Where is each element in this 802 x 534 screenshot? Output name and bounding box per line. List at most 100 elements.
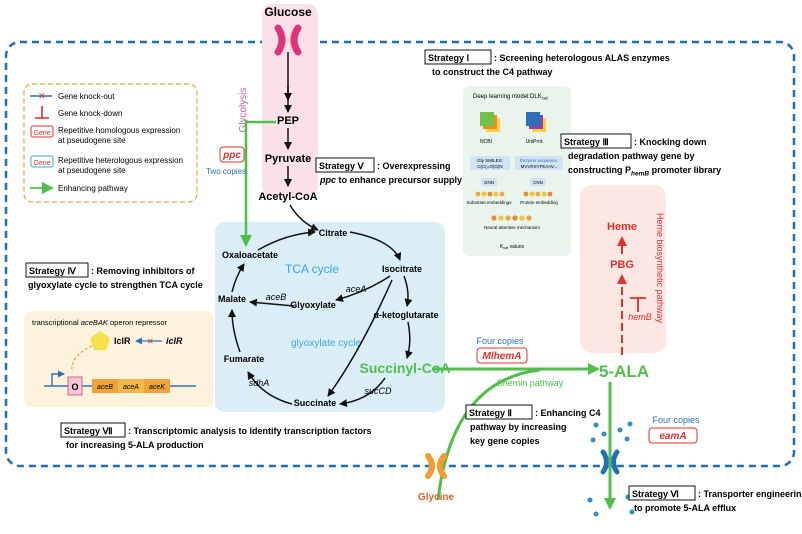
strategy-4-line-1: : Removing inhibitors of [91,266,195,276]
strategy-5-line-1: : Overexpressing [377,161,451,171]
strategy-6-tag: Strategy Ⅵ [632,489,679,499]
homologous-gene-box [30,125,54,138]
strategy-2-tag: Strategy Ⅱ [469,408,512,418]
knockout-x-icon: ✕ [38,91,46,101]
op-aceK-label: aceK [149,384,165,391]
strategy-1-line-2: to construct the C4 pathway [432,67,553,77]
shemin-label: Shemin pathway [497,378,564,388]
isocitrate-to-akg-arrow [403,275,413,307]
dl-sub-emb: Substrate embeddings [466,200,512,205]
strategy-3-tag: Strategy Ⅲ [564,137,609,147]
glucose-label: Glucose [264,5,312,19]
ala-molecule-dots [587,421,635,517]
iclr-protein-label: IclR [114,336,131,346]
ala-label: 5-ALA [599,362,649,381]
aceB-gene-label: aceB [266,292,287,302]
fumarate-to-malate-arrow [228,309,241,353]
dl-kcat: Kcat values [500,244,525,250]
alpha-kg-label: α-ketoglutarate [373,310,438,320]
malate-label: Malate [218,294,246,304]
succinylcoa-to-succinate-arrow [339,377,386,408]
glyoxylate-cycle-title: glyoxylate cycle [291,338,361,349]
succinate-to-fumarate-arrow [247,371,293,405]
glyoxylate-to-malate-arrow [249,298,295,307]
strategy-4-line-2: glyoxylate cycle to strengthen TCA cycle [28,280,203,290]
strategy-3: Strategy Ⅲ : Knocking down degradation p… [560,133,721,178]
dl-smiles-2: C(C(=O)O)N [477,164,502,169]
sdhA-gene-label: sdhA [249,378,270,388]
strategy-7-line-2: for increasing 5-ALA production [66,440,204,450]
strategy-1: Strategy Ⅰ : Screening heterologous ALAS… [424,49,670,77]
iclr-box-title: transcriptional aceBAK operon repressor [32,318,168,327]
strategy-2-line-3: key gene copies [470,436,540,446]
fumarate-label: Fumarate [224,354,265,364]
glucose-transporter-icon [274,24,302,56]
strategy-4-tag: Strategy Ⅳ [29,266,77,276]
embedding-dots [475,191,553,197]
dl-prot-emb: Protein embedding [520,200,558,205]
succinyl-coa-label: Succinyl-CoA [359,360,450,376]
strategy-7: Strategy Ⅶ : Transcriptomic analysis to … [60,422,372,450]
heme-background [580,185,666,353]
legend-heterologous-2: at pseudogene site [58,166,126,175]
dl-uniprot: UniProt [526,139,543,145]
dl-smiles-1: Gly SMILES: [477,158,503,163]
glycolysis-background [262,4,318,196]
iclr-gene-x-icon: ✕ [147,337,154,346]
legend-gene-word-b: Gene [33,160,50,167]
strategy-4: Strategy Ⅳ : Removing inhibitors of glyo… [25,262,203,290]
dl-enzyme-2: MVVRSYFEAAV... [521,164,558,169]
legend-knockout: Gene knock-out [58,92,115,101]
dl-gnn: GNN [484,180,494,185]
op-aceK-box [144,379,170,393]
strategy-5-line-2: ppc to enhance precursor supply [319,175,462,185]
dl-cnn: CNN [533,180,543,185]
op-aceA-label: aceA [123,384,139,391]
strategy-1-tag: Strategy Ⅰ [428,53,469,63]
dl-title: Deep learning model:DLKcat [473,94,548,101]
legend-knockdown: Gene knock-down [58,109,122,118]
dl-enzyme-1: Enzyme sequence: [520,158,558,163]
ppc-enhancing-arrow [240,120,276,247]
oxaloacetate-label: Oxaloacetate [222,250,278,260]
eama-gene-label: eamA [659,431,686,442]
tca-cycle-title: TCA cycle [285,262,339,276]
dl-ncbi: NCBI [480,139,492,145]
deep-learning-panel: Deep learning model:DLKcat NCBI UniProt … [463,86,571,256]
glycine-label: Glycine [418,492,455,503]
legend-gene-word-a: Gene [33,130,50,137]
strategy-3-line-1: : Knocking down [634,137,707,147]
op-aceA-box [118,379,144,393]
iclr-binding-arrow [71,345,93,373]
strategy-6: Strategy Ⅵ : Transporter engineering to … [628,485,802,513]
legend-heterologous-1: Repetitive heterologous expression [58,156,183,165]
citrate-label: Citrate [319,228,348,238]
pyruvate-label: Pyruvate [265,153,311,165]
iclr-gene-label: iclR [166,336,183,346]
legend-enhancing: Enhancing pathway [58,184,128,193]
strategy-7-line-1: : Transcriptomic analysis to identify tr… [128,426,372,436]
strategy-6-line-1: : Transporter engineering [698,489,802,499]
strategy-2-line-2: pathway by increasing [470,422,567,432]
glycolysis-label: Glycolysis [238,87,249,132]
eama-gene-box [648,427,698,444]
legend-homologous-2: at pseudogene site [58,136,126,145]
heme-label: Heme [607,221,637,233]
pbg-label: PBG [610,259,634,271]
glyoxylate-label: Glyoxylate [290,300,336,310]
strategy-2-line-1: : Enhancing C4 [535,408,601,418]
sucCD-gene-label: sucCD [364,386,392,396]
heterologous-gene-box [30,155,54,168]
strategy-1-line-1: : Screening heterologous ALAS enzymes [494,53,670,63]
attention-dots [491,215,532,221]
eama-transporter-icon [600,449,620,475]
succinate-label: Succinate [294,398,337,408]
strategy-6-line-2: to promote 5-ALA efflux [634,503,736,513]
strategy-2: Strategy Ⅱ : Enhancing C4 pathway by inc… [465,404,601,446]
operator-label: O [71,382,78,392]
strategy-5: Strategy Ⅴ : Overexpressing ppc to enhan… [315,157,462,185]
strategy-3-line-2: degradation pathway gene by [568,151,695,161]
promoter-arrow-icon [51,370,65,386]
uniprot-stack-icon [526,112,546,132]
